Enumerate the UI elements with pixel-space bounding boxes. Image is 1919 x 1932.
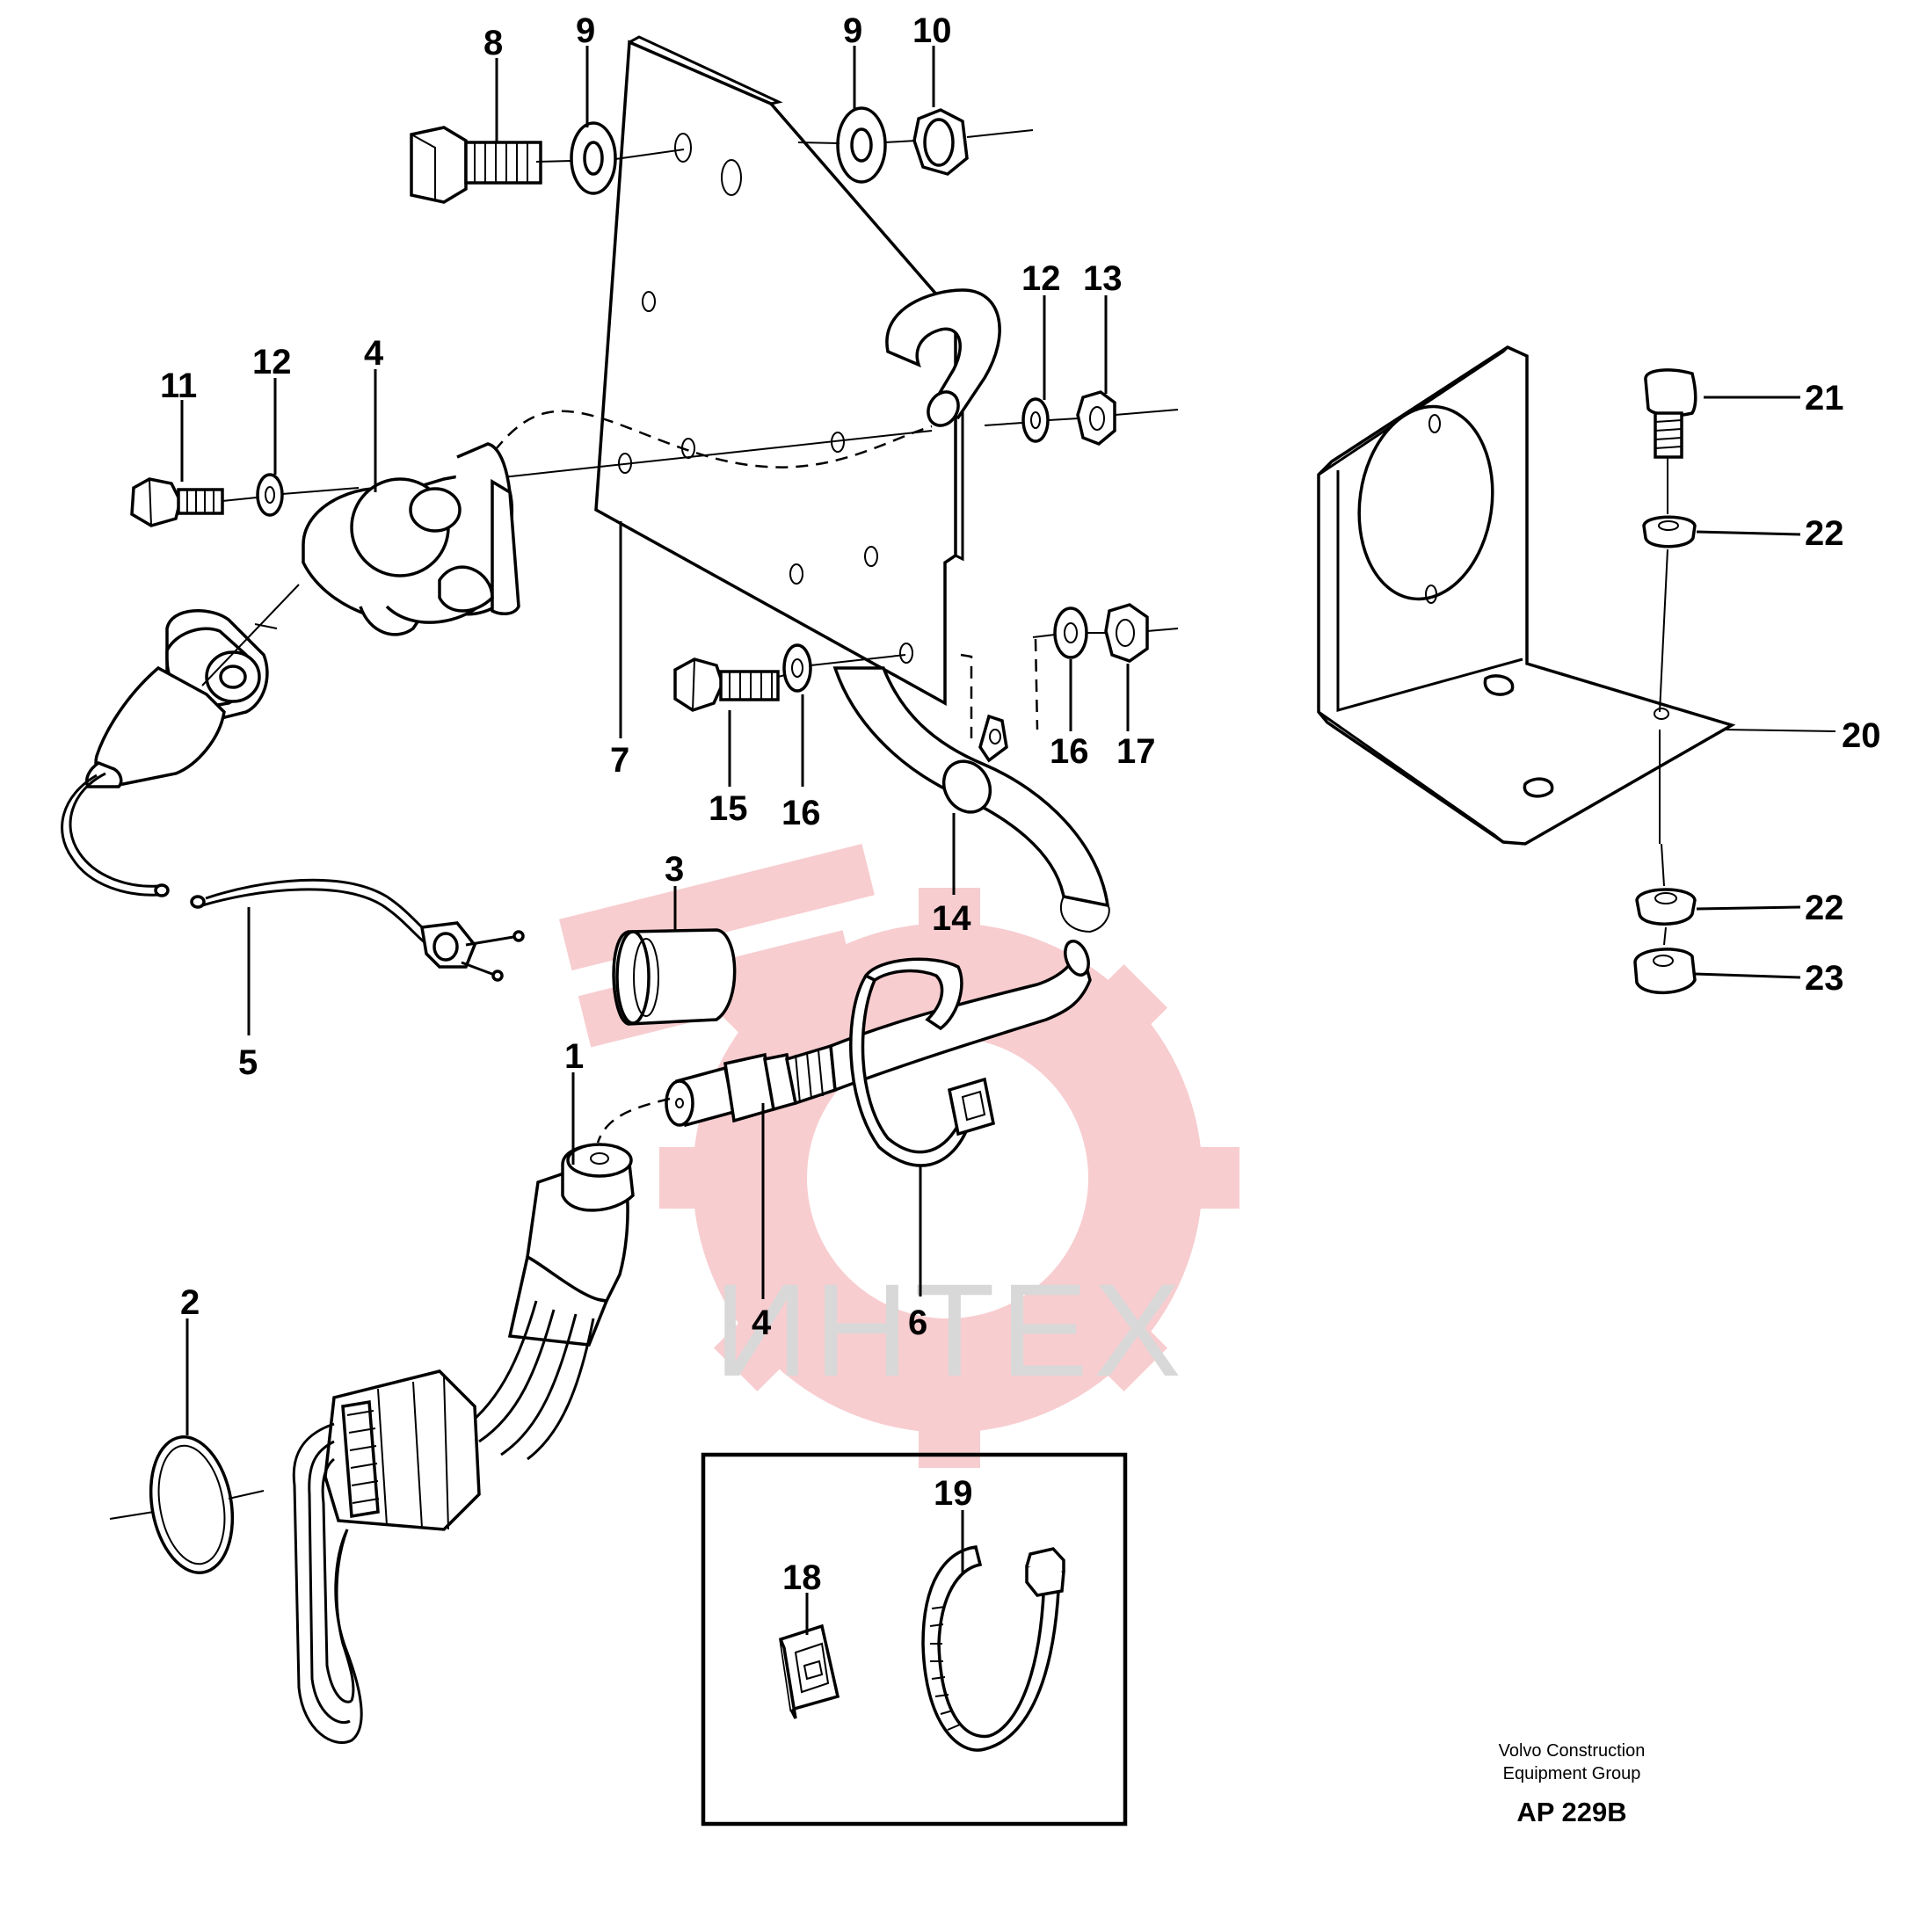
callout-12-left: 12 [252, 343, 292, 381]
watermark-text: ИНТЕХ [714, 1256, 1187, 1404]
callout-16-left: 16 [781, 794, 821, 832]
connector-4-lower [665, 940, 1092, 1128]
nut-10 [912, 108, 969, 176]
drawing-code: AP 229B [1516, 1797, 1626, 1827]
callout-9-right: 9 [843, 11, 862, 50]
upper-coolant-hose [885, 288, 1001, 420]
nut-23 [1633, 948, 1697, 994]
callout-8: 8 [483, 24, 503, 62]
callout-6: 6 [908, 1304, 927, 1342]
washer-16-left [782, 643, 812, 693]
socket-4-top [302, 442, 520, 636]
washer-22-top [1642, 515, 1697, 548]
heater-element-1 [292, 1143, 635, 1744]
o-ring-2 [109, 1435, 265, 1574]
callout-17: 17 [1116, 732, 1156, 771]
callout-4-bottom: 4 [752, 1304, 772, 1342]
callout-22-bottom: 22 [1805, 889, 1844, 927]
footer-credits: Volvo Construction Equipment Group AP 22… [1499, 1741, 1646, 1827]
bolt-8 [410, 126, 542, 204]
callout-5: 5 [238, 1043, 258, 1082]
washer-16-right [1053, 606, 1088, 659]
company-line-1: Volvo Construction [1499, 1741, 1646, 1761]
cable-tie-mount-18 [779, 1623, 840, 1719]
bolt-11 [130, 477, 224, 527]
company-line-2: Equipment Group [1503, 1764, 1641, 1783]
callout-12-right: 12 [1021, 259, 1061, 298]
bracket-20 [1317, 345, 1836, 846]
callout-19: 19 [934, 1474, 973, 1513]
callout-18: 18 [782, 1558, 822, 1597]
callout-4-top: 4 [364, 334, 384, 373]
callout-numbers: 8 9 9 10 11 12 4 12 13 21 22 20 22 23 7 … [160, 11, 1881, 1597]
sleeve-3 [612, 928, 737, 1026]
callout-22-top: 22 [1805, 514, 1844, 553]
callout-23: 23 [1805, 959, 1844, 998]
callout-16-right: 16 [1050, 732, 1089, 771]
callout-11: 11 [160, 367, 197, 405]
callout-10: 10 [912, 11, 952, 50]
callout-14: 14 [932, 899, 971, 938]
inset-box [701, 1452, 1128, 1827]
callout-13: 13 [1083, 259, 1123, 298]
callout-3: 3 [665, 850, 684, 889]
nut-17 [1104, 603, 1149, 663]
callout-21: 21 [1805, 379, 1844, 418]
callout-9-left: 9 [576, 11, 595, 50]
callout-15: 15 [709, 789, 748, 828]
hose-14 [832, 666, 1110, 933]
washer-22-bottom [1635, 888, 1697, 926]
clamp-6 [849, 957, 996, 1167]
bolt-21 [1644, 368, 1697, 459]
mounting-plate [594, 35, 964, 706]
cable-tie-19 [921, 1545, 1065, 1752]
leader-lines [180, 46, 1801, 1635]
callout-1: 1 [564, 1037, 584, 1076]
washer-9-right [836, 106, 887, 184]
washer-12-right [1021, 397, 1050, 443]
nut-13 [1076, 390, 1116, 447]
callout-2: 2 [180, 1283, 200, 1322]
washer-12-left [256, 473, 284, 517]
bolt-15 [673, 657, 780, 712]
plug-assembly [61, 584, 525, 982]
callout-7: 7 [610, 741, 629, 780]
callout-20: 20 [1842, 716, 1881, 755]
washer-9-left [570, 121, 617, 195]
